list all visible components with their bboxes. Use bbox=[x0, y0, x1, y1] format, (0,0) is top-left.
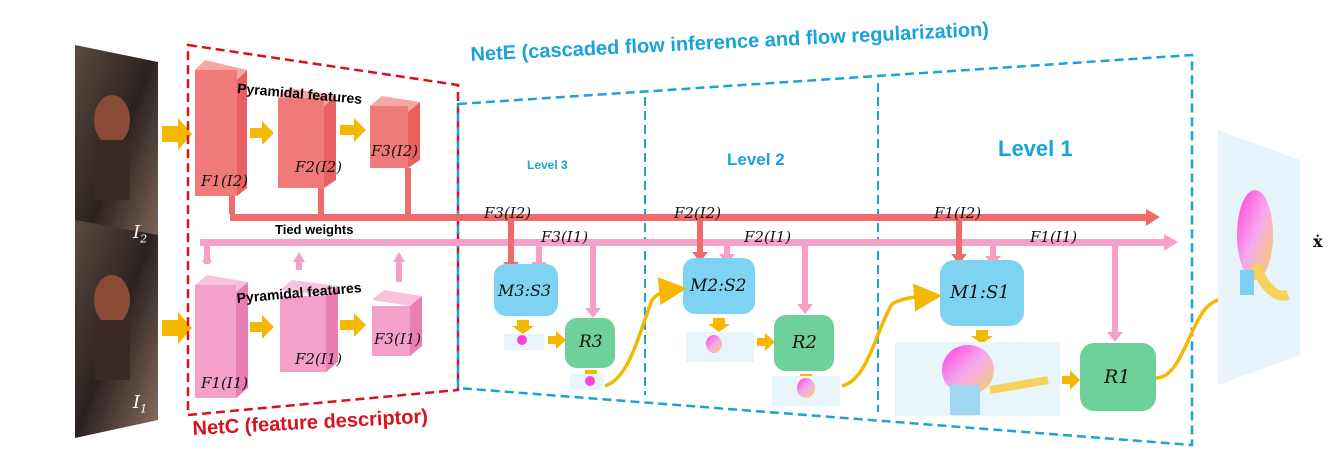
feature-bus-bottom bbox=[200, 234, 1178, 282]
regularization-label: R1 bbox=[1104, 366, 1131, 388]
output-label: ẋ bbox=[1313, 232, 1323, 251]
matching-label: M2:S2 bbox=[690, 276, 747, 296]
feature-label: F1(I1) bbox=[201, 374, 249, 392]
bus-label: F1(I1) bbox=[1030, 228, 1078, 246]
bus-label: F1(I2) bbox=[934, 204, 982, 222]
feature-label: F3(I2) bbox=[371, 142, 419, 160]
bus-label: F2(I1) bbox=[744, 228, 792, 246]
feature-label: F3(I1) bbox=[374, 330, 422, 348]
input-image-i1 bbox=[75, 220, 158, 438]
feature-block-top bbox=[195, 60, 420, 196]
level-label: Level 3 bbox=[527, 158, 568, 172]
output-flow-image bbox=[1218, 130, 1300, 385]
regularization-label: R2 bbox=[792, 332, 818, 353]
bus-drop bbox=[503, 221, 1123, 342]
matching-block-level3 bbox=[494, 264, 558, 316]
pyramid-arrow bbox=[250, 118, 366, 339]
input-label-i2: I2 bbox=[133, 222, 148, 246]
netc-box bbox=[186, 43, 460, 417]
flow-thumbnail bbox=[504, 332, 1060, 416]
feature-bus-top bbox=[229, 168, 1160, 226]
tied-weights-label: Tied weights bbox=[275, 222, 354, 237]
regularization-label: R3 bbox=[579, 332, 603, 352]
matching-block-level1 bbox=[940, 260, 1024, 326]
regularization-block-level1 bbox=[1080, 343, 1156, 411]
regularization-block-level2 bbox=[774, 315, 834, 371]
feature-block-bottom bbox=[195, 275, 422, 398]
nete-box bbox=[456, 53, 1194, 447]
feature-label: F1(I2) bbox=[201, 172, 249, 190]
bus-label: F3(I1) bbox=[541, 228, 589, 246]
input-arrow bbox=[162, 118, 192, 344]
regularization-block-level3 bbox=[565, 318, 615, 368]
input-image-i2 bbox=[75, 45, 158, 268]
feature-label: F2(I1) bbox=[295, 350, 343, 368]
feature-label: F2(I2) bbox=[295, 158, 343, 176]
bus-label: F3(I2) bbox=[484, 204, 532, 222]
level-label: Level 2 bbox=[727, 150, 785, 169]
level-label: Level 1 bbox=[998, 136, 1073, 161]
bus-label: F2(I2) bbox=[674, 204, 722, 222]
input-label-i1: I1 bbox=[133, 392, 148, 416]
matching-label: M1:S1 bbox=[950, 282, 1010, 303]
matching-label: M3:S3 bbox=[498, 281, 552, 300]
matching-block-level2 bbox=[683, 258, 755, 314]
